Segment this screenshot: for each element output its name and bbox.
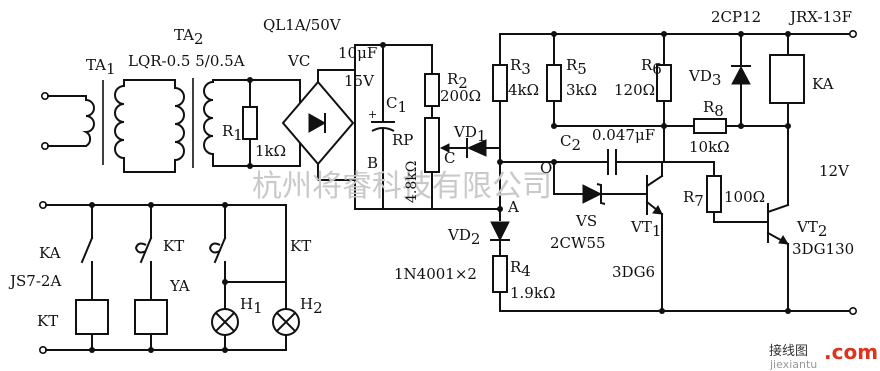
- watermark-site-cn: 接线图: [769, 343, 808, 359]
- ta1-primary-coil: [82, 96, 95, 147]
- label-h2: H2: [300, 295, 323, 317]
- label-c2-value: 0.047μF: [592, 126, 655, 144]
- r2-resistor: [424, 44, 440, 119]
- vt1-transistor: [645, 125, 715, 312]
- rp-potentiometer: [424, 117, 467, 210]
- ta2-primary-coil: [174, 80, 185, 172]
- vs-zener: [553, 161, 648, 205]
- vt2-transistor: [766, 203, 790, 312]
- label-c1: C1: [386, 94, 407, 116]
- label-r8: R8: [703, 98, 724, 120]
- label-ya: YA: [169, 277, 190, 295]
- c1-capacitor: +: [368, 44, 395, 210]
- h1-lamp: [211, 281, 239, 351]
- label-node-a: A: [507, 198, 519, 216]
- label-r5: R5: [566, 56, 587, 78]
- label-rp-value: 4.8kΩ: [404, 161, 420, 203]
- label-jrx-13f: JRX-13F: [788, 8, 852, 26]
- label-vt2: VT2: [796, 218, 827, 240]
- label-r3: R3: [510, 56, 531, 78]
- ka-relay-coil: [769, 33, 805, 206]
- label-r1: R1: [222, 122, 243, 144]
- r3-resistor: [492, 33, 508, 163]
- label-ta1: TA1: [86, 56, 116, 78]
- label-node-c: C: [444, 149, 455, 167]
- label-r4-value: 1.9kΩ: [510, 284, 555, 302]
- kt-delay-contact-2: [208, 204, 287, 285]
- label-kt-coil: KT: [37, 312, 58, 330]
- h2-lamp: [272, 281, 300, 351]
- label-vc: VC: [287, 52, 310, 70]
- label-vt2-part: 3DG130: [792, 240, 854, 258]
- r8-resistor: [663, 118, 789, 134]
- watermark-site-com: .com: [824, 340, 878, 364]
- label-kt-contact-2: KT: [290, 237, 311, 255]
- kt-delay-contact-1: [134, 204, 153, 301]
- ta2-secondary-coil: [203, 79, 301, 167]
- label-r8-value: 10kΩ: [689, 138, 730, 156]
- svg-text:+: +: [368, 108, 377, 121]
- r1-resistor: [242, 77, 258, 169]
- watermark-company: 杭州将睿科技有限公司: [252, 169, 552, 204]
- label-ta2: TA2: [174, 26, 204, 48]
- label-r3-value: 4kΩ: [508, 81, 539, 99]
- vd2-diode: [431, 161, 510, 257]
- ka-contact: [80, 204, 94, 301]
- label-c2: C2: [560, 132, 581, 154]
- label-vt1-part: 3DG6: [612, 263, 655, 281]
- label-r7: R7: [683, 188, 704, 210]
- r6-resistor: [656, 33, 672, 129]
- label-ka-contact: KA: [39, 244, 61, 262]
- label-node-b: B: [367, 154, 378, 172]
- vd3-diode: [731, 33, 751, 127]
- label-r7-value: 100Ω: [724, 188, 765, 206]
- watermark-site-url: jiexiantu: [769, 358, 817, 371]
- r5-resistor: [546, 33, 665, 129]
- r4-resistor: [492, 255, 508, 312]
- label-r2: R2: [447, 70, 468, 92]
- label-rp: RP: [392, 131, 413, 149]
- r7-resistor: [706, 161, 769, 223]
- label-12v: 12V: [819, 162, 850, 180]
- label-r2-value: 200Ω: [440, 87, 481, 105]
- kt-coil: [75, 299, 109, 351]
- label-c1-voltage: 15V: [344, 72, 375, 90]
- bottom-rail: [499, 306, 857, 315]
- label-2cp12: 2CP12: [711, 8, 761, 26]
- label-vd1: VD1: [453, 123, 486, 145]
- bridge-rectifier-vc: [281, 69, 356, 181]
- label-vd2: VD2: [447, 226, 480, 248]
- input-terminals: [40, 92, 87, 151]
- label-ka-coil: KA: [812, 75, 834, 93]
- label-diode-part: 1N4001×2: [394, 265, 477, 283]
- ya-coil: [134, 299, 168, 351]
- label-js7-2a: JS7-2A: [8, 272, 61, 290]
- label-r4: R4: [510, 258, 531, 280]
- label-h1: H1: [240, 295, 263, 317]
- node-o-line: [497, 159, 609, 165]
- label-r6: R6: [641, 56, 662, 78]
- label-r6-value: 120Ω: [614, 81, 655, 99]
- label-ql1a: QL1A/50V: [263, 16, 342, 34]
- label-lqr: LQR-0.5 5/0.5A: [128, 52, 245, 70]
- label-vd3: VD3: [688, 67, 721, 89]
- label-r1-value: 1kΩ: [255, 142, 286, 160]
- label-r5-value: 3kΩ: [566, 81, 597, 99]
- label-c1-capacitance: 10μF: [338, 44, 377, 62]
- label-vs: VS: [575, 212, 597, 230]
- label-vs-part: 2CW55: [550, 234, 606, 252]
- label-node-o: O: [540, 159, 552, 177]
- ta1-secondary-coil: [114, 79, 176, 173]
- label-vt1: VT1: [630, 218, 661, 240]
- c2-capacitor: [607, 149, 661, 175]
- label-kt-contact-1: KT: [163, 237, 184, 255]
